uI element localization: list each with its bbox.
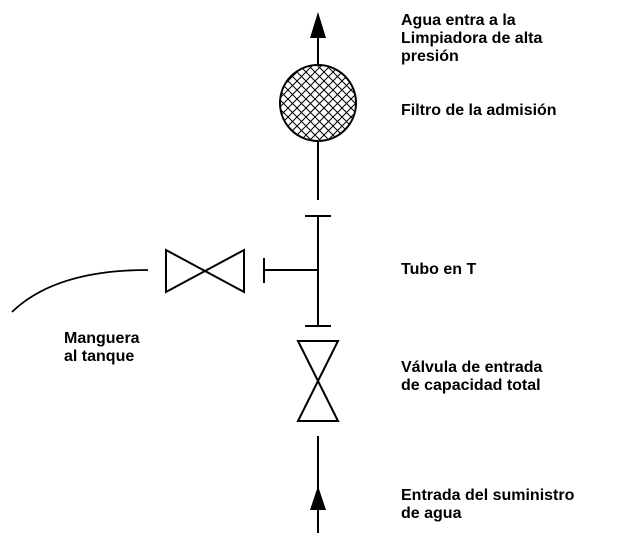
supply-inlet-line-2: de agua [401, 505, 462, 522]
intake-filter-line-1: Filtro de la admisión [401, 102, 557, 119]
water-outlet-line-1: Agua entra a la [401, 12, 516, 29]
hose-label: Manguera al tanque [64, 330, 140, 366]
water-outlet-line-3: presión [401, 48, 459, 65]
full-flow-valve-icon [296, 340, 340, 422]
full-flow-valve-label: Válvula de entrada de capacidad total [401, 359, 542, 395]
supply-inlet-label: Entrada del suministro de agua [401, 487, 574, 523]
water-outlet-line-2: Limpiadora de alta [401, 30, 543, 47]
tee-line-1: Tubo en T [401, 261, 477, 278]
outlet-arrow-icon [310, 12, 326, 64]
side-valve-icon [165, 248, 245, 294]
full-flow-valve-line-2: de capacidad total [401, 377, 541, 394]
supply-inlet-line-1: Entrada del suministro [401, 487, 575, 504]
hose-line-2: al tanque [64, 348, 135, 365]
intake-filter-label: Filtro de la admisión [401, 102, 557, 120]
hose-line [11, 269, 149, 313]
water-outlet-label: Agua entra a la Limpiadora de alta presi… [401, 12, 542, 66]
supply-arrow-icon [310, 436, 326, 533]
tee-fitting [263, 215, 331, 327]
intake-filter-icon [279, 64, 357, 142]
hose-line-1: Manguera [64, 330, 140, 347]
full-flow-valve-line-1: Válvula de entrada [401, 359, 543, 376]
tee-label: Tubo en T [401, 261, 476, 279]
